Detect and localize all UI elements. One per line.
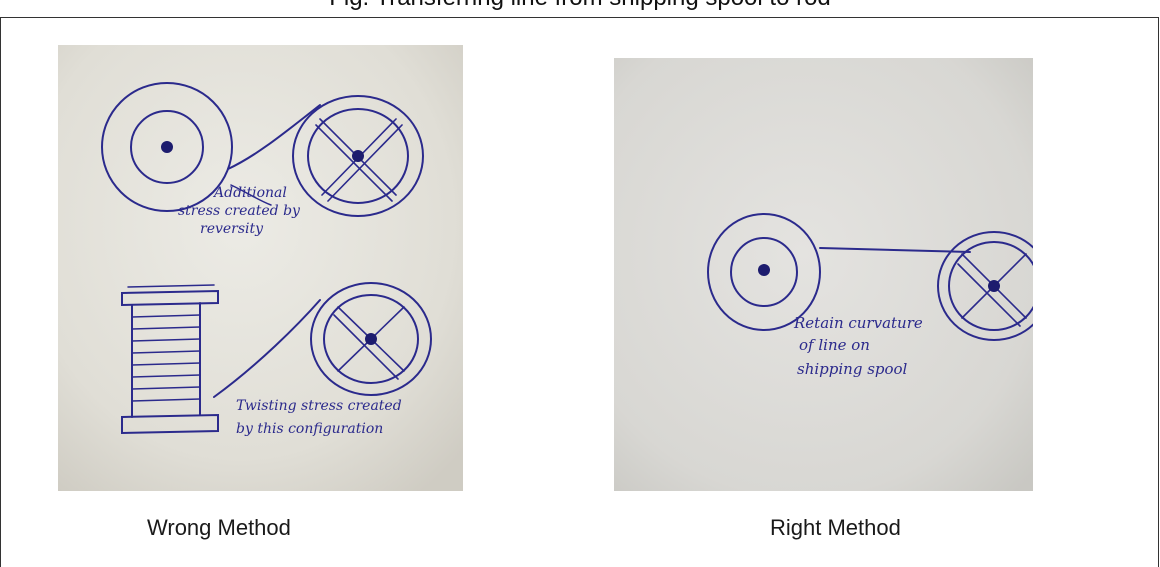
annotation-additional: Additional <box>212 185 287 201</box>
caption-wrong-method: Wrong Method <box>147 515 291 541</box>
spool-hub <box>161 141 173 153</box>
annotation-retain-curvature: Retain curvature <box>793 314 923 332</box>
paper-background-right <box>614 58 1033 491</box>
right-method-sketch: Retain curvature of line on shipping spo… <box>614 58 1033 491</box>
annotation-shipping-spool: shipping spool <box>797 360 908 378</box>
wrong-method-photo: Additional stress created by reversity T… <box>58 45 463 491</box>
wrong-method-sketch: Additional stress created by reversity T… <box>58 45 463 491</box>
annotation-twisting-stress: Twisting stress created <box>236 398 402 414</box>
annotation-reversity: reversity <box>200 221 264 237</box>
annotation-of-line-on: of line on <box>799 336 870 354</box>
figure-heading: Fig: Transferring line from shipping spo… <box>0 0 1160 12</box>
reel-2-hub <box>365 333 377 345</box>
caption-right-method: Right Method <box>770 515 901 541</box>
reel-hub-right <box>988 280 1000 292</box>
annotation-by-configuration: by this configuration <box>236 421 383 437</box>
annotation-stress-created: stress created by <box>178 203 301 219</box>
spool-hub-right <box>758 264 770 276</box>
reel-hub <box>352 150 364 162</box>
right-method-photo: Retain curvature of line on shipping spo… <box>614 58 1033 491</box>
